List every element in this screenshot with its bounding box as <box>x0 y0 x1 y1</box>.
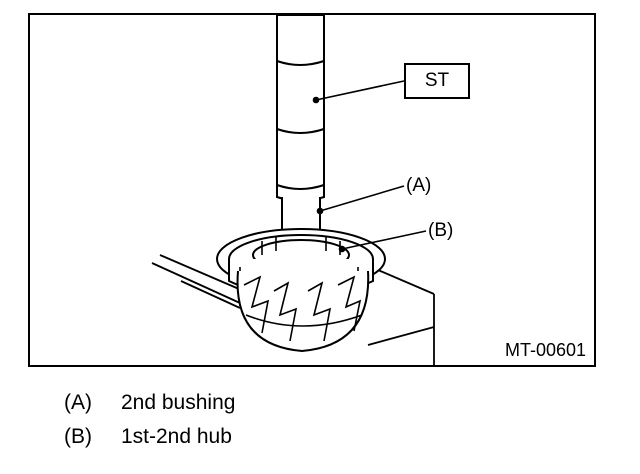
legend-text: 2nd bushing <box>121 391 236 414</box>
transmission-illustration <box>151 15 435 365</box>
legend-item: (B) 1st-2nd hub <box>64 420 235 454</box>
callout-a-label: (A) <box>406 175 432 196</box>
legend-key: (A) <box>64 391 92 414</box>
legend: (A) 2nd bushing (B) 1st-2nd hub <box>64 386 235 454</box>
legend-item: (A) 2nd bushing <box>64 386 235 420</box>
work-table-lines <box>151 254 435 365</box>
legend-text: 1st-2nd hub <box>121 425 232 448</box>
figure-frame: ST (A) (B) MT-00601 <box>28 13 596 367</box>
legend-key: (B) <box>64 425 92 448</box>
figure-code: MT-00601 <box>504 340 586 360</box>
callout-b-label: (B) <box>428 220 454 241</box>
leader-lines <box>312 80 427 253</box>
special-tool-callout: ST <box>404 63 470 99</box>
special-tool-shaft <box>276 15 325 202</box>
gear <box>236 270 370 353</box>
